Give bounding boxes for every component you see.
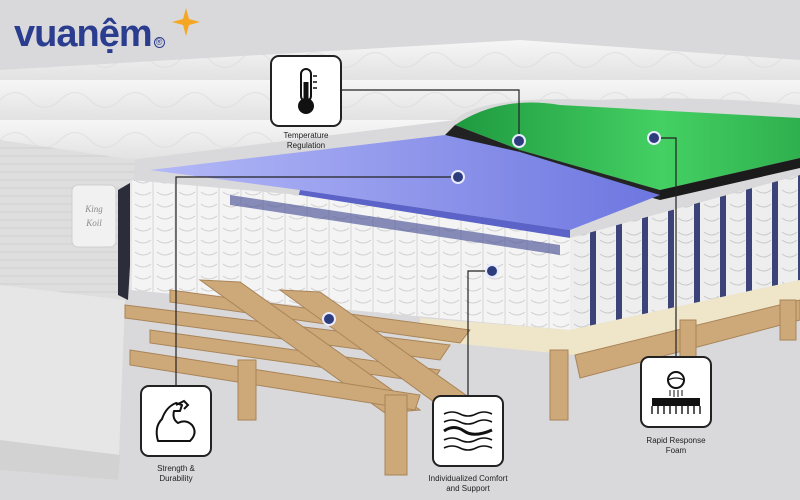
coil-marker-dot[interactable]	[485, 264, 499, 278]
rapid-foam-marker-dot[interactable]	[647, 131, 661, 145]
callout-leader-lines	[175, 89, 677, 398]
brand-label-tag: King Koil	[71, 184, 117, 248]
layered-waves-icon	[443, 411, 493, 451]
mattress-base-panel	[0, 285, 125, 480]
individualized-comfort-badge[interactable]	[432, 395, 504, 467]
quilted-top-surface	[0, 40, 800, 160]
brand-logo[interactable]: vuanệm ®	[14, 8, 200, 55]
pressure-ball-icon	[651, 371, 701, 414]
registered-mark: ®	[153, 37, 165, 48]
sparkle-star-icon	[172, 8, 200, 36]
individualized-comfort-caption: Individualized Comfort and Support	[428, 474, 508, 493]
rapid-response-foam-caption: Rapid Response Foam	[646, 436, 706, 455]
thermometer-icon	[298, 68, 317, 114]
strength-durability-caption: Strength & Durability	[157, 464, 195, 483]
flexed-arm-icon	[155, 399, 196, 442]
base-marker-dot[interactable]	[322, 312, 336, 326]
temperature-regulation-caption: Temperature Regulation	[283, 131, 329, 150]
mattress-side-panel	[0, 140, 135, 300]
blue-foam-layer	[150, 135, 660, 230]
rapid-response-foam-badge[interactable]	[640, 356, 712, 428]
svg-text:Koil: Koil	[85, 218, 102, 228]
strength-durability-badge[interactable]	[140, 385, 212, 457]
pocket-coil-layer-side	[570, 175, 800, 330]
brand-logo-text: vuanệm	[14, 13, 153, 55]
temperature-marker-dot[interactable]	[512, 134, 526, 148]
temperature-regulation-badge[interactable]	[270, 55, 342, 127]
blue-foam-marker-dot[interactable]	[451, 170, 465, 184]
green-foam-layer	[455, 102, 800, 190]
svg-text:King: King	[84, 204, 103, 214]
